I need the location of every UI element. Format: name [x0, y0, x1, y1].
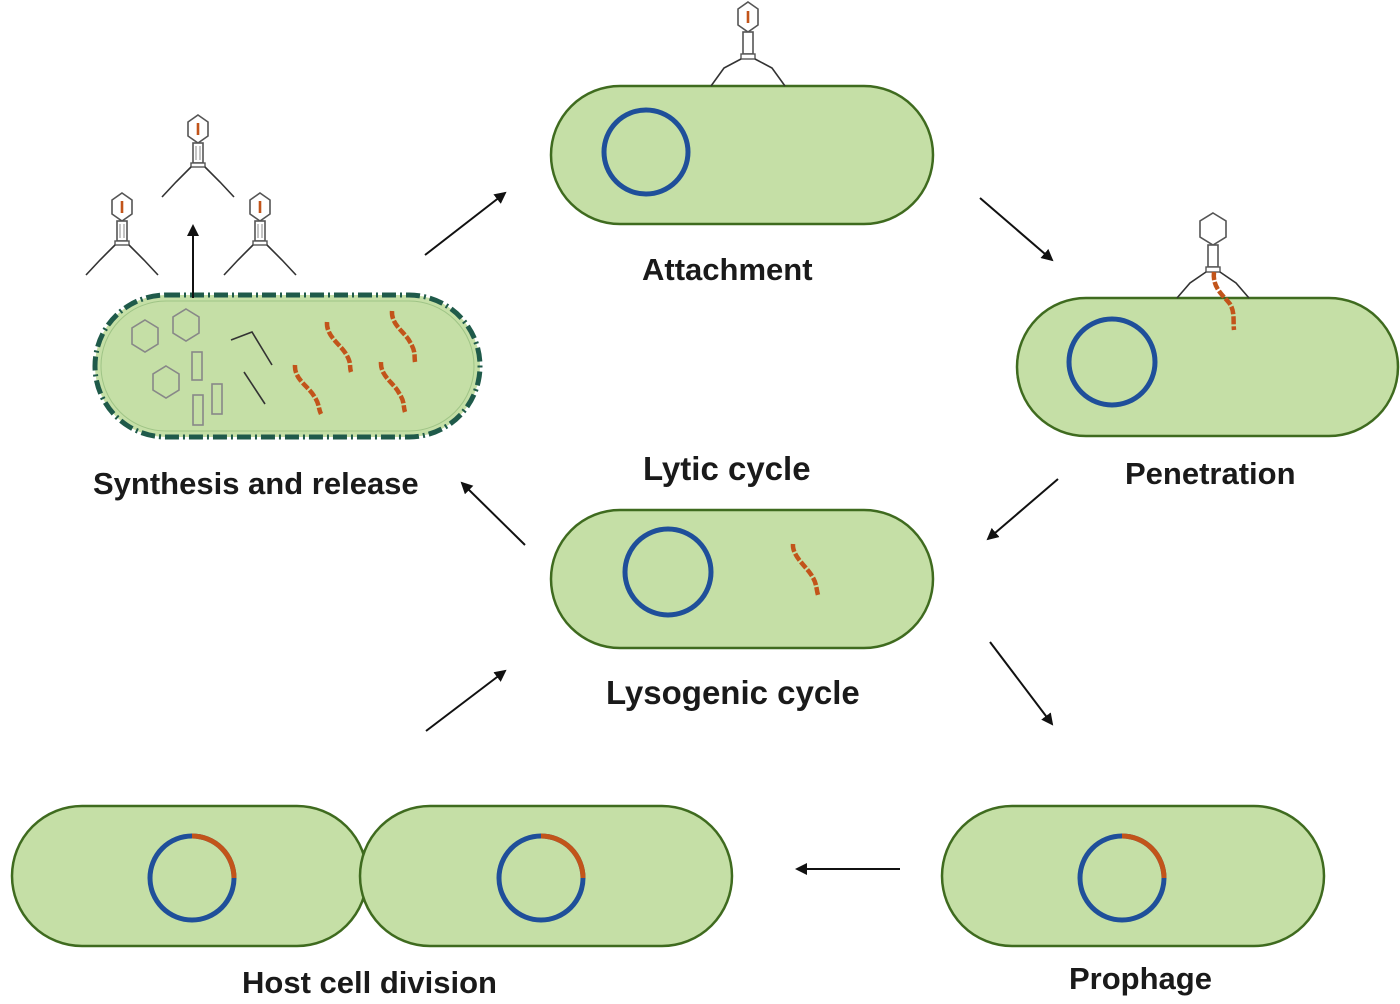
- daughter-cell-left: [10, 804, 369, 948]
- arrow-to-central: [986, 478, 1059, 541]
- lytic-cycle-label: Lytic cycle: [643, 450, 811, 487]
- arrow-to-synthesis: [460, 481, 526, 546]
- penetration-cell: [1015, 296, 1400, 438]
- dividing-cells: [10, 804, 734, 948]
- cycle-arrows: [424, 191, 1059, 875]
- host-cell-division-label: Host cell division: [242, 965, 497, 1000]
- attached-phage-icon: [710, 1, 786, 87]
- attachment-cell: [549, 84, 935, 226]
- released-phage-icon: [160, 113, 236, 199]
- penetration-label: Penetration: [1125, 456, 1296, 491]
- central-cell: [549, 508, 935, 650]
- arrow-back-to-central: [425, 669, 507, 732]
- arrow-to-attachment: [424, 191, 507, 256]
- released-phage-icon: [222, 191, 298, 277]
- released-phage-icon: [84, 191, 160, 277]
- arrow-to-prophage: [989, 641, 1054, 726]
- prophage-label: Prophage: [1069, 961, 1212, 996]
- released-phage-icons: [84, 113, 298, 277]
- lysogenic-cycle-label: Lysogenic cycle: [606, 674, 860, 711]
- arrow-to-penetration: [979, 197, 1054, 262]
- prophage-cell: [940, 804, 1326, 948]
- attachment-label: Attachment: [642, 252, 813, 287]
- penetrating-phage-icon: [1176, 212, 1250, 331]
- daughter-cell-right: [358, 804, 734, 948]
- lysing-cell: [92, 292, 483, 440]
- synthesis-release-label: Synthesis and release: [93, 466, 419, 501]
